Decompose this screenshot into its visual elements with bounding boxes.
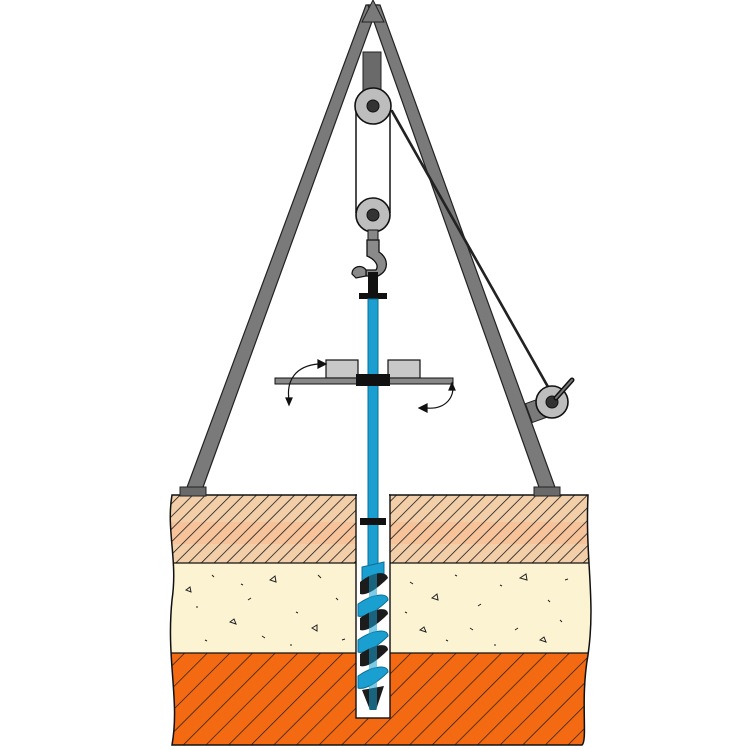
winch-icon (524, 377, 575, 424)
platform-rod-clamp (356, 374, 390, 386)
tripod-apex (361, 0, 385, 23)
weight-right (387, 359, 421, 379)
top-pulley-icon (354, 87, 392, 125)
tripod-right-leg (367, 4, 557, 491)
weight-left (325, 359, 359, 379)
auger-flight (357, 561, 389, 710)
ground-outline (169, 494, 592, 746)
rope-to-winch-2 (391, 109, 557, 401)
drill-string (359, 272, 387, 568)
rod-coupling (360, 518, 386, 525)
rope-system (355, 97, 557, 401)
left-rotation-arrow-icon (285, 359, 328, 407)
lower-pulley-icon (355, 197, 391, 241)
left-foot-plate (179, 486, 207, 497)
sand-speckles (184, 573, 569, 646)
ground (170, 495, 591, 745)
drill-rod (367, 298, 379, 568)
swivel (368, 272, 378, 294)
hook-icon (351, 239, 388, 279)
right-rotation-arrow-icon (417, 381, 456, 413)
right-foot-plate (533, 486, 561, 497)
rope-to-winch-1 (383, 97, 553, 396)
tripod-left-leg (185, 4, 379, 491)
rotation-platform (274, 359, 456, 413)
rod-clamp-top (359, 293, 387, 299)
